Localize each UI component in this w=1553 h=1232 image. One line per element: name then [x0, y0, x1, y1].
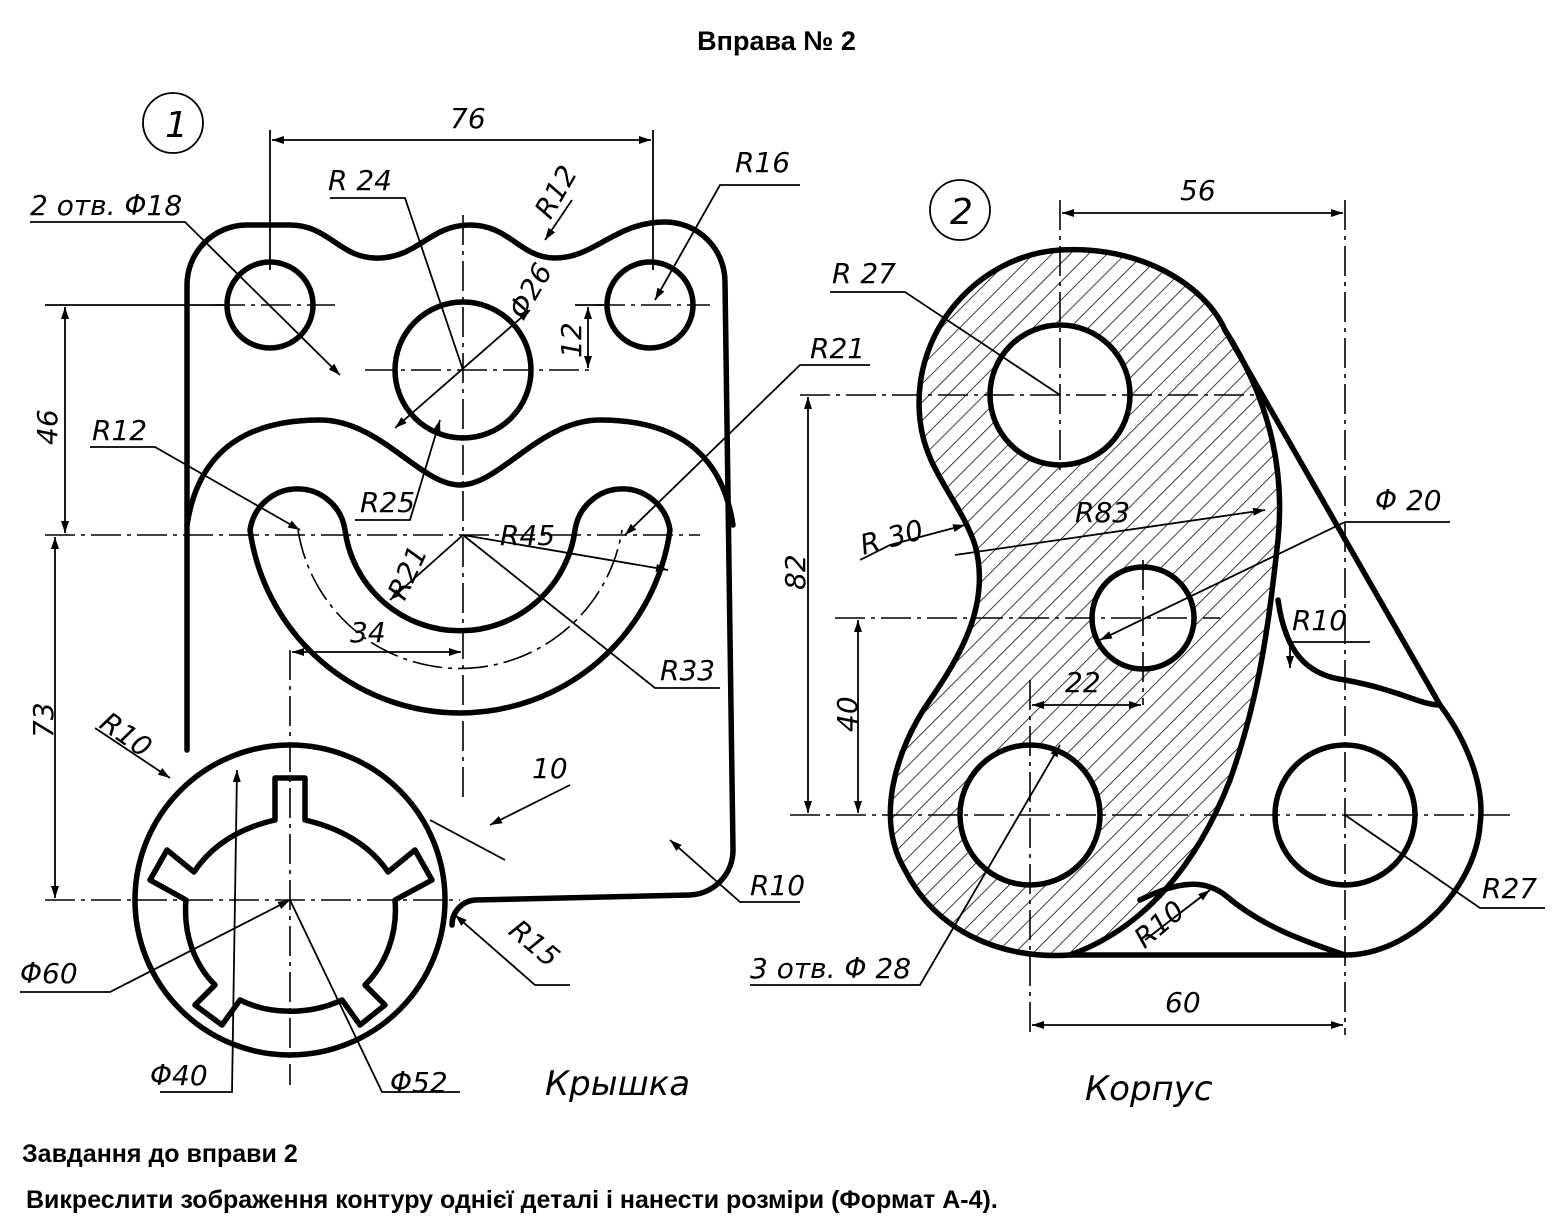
part-2-dim-82: 82	[779, 554, 812, 590]
part-2-leader	[1144, 889, 1211, 941]
part-2-dim-22: 22	[1065, 666, 1101, 699]
part-1-leader	[462, 534, 669, 572]
part-1-dim-r25: R25	[360, 486, 415, 519]
part-2-dim-40: 40	[831, 696, 864, 732]
part-2-dim-60: 60	[1165, 986, 1201, 1019]
part-1-leader	[624, 364, 870, 536]
part-2-number-circle	[929, 179, 991, 241]
task-title: Завдання до вправи 2	[22, 1140, 298, 1168]
part-1-dim-12: 12	[555, 322, 588, 358]
part-1-number: 1	[165, 105, 188, 146]
part-1-dim-r33: R33	[660, 654, 715, 687]
part-1-leader	[160, 769, 241, 1093]
part-1-window-contour	[184, 417, 736, 528]
part-1-horseshoe-slot	[247, 486, 673, 716]
part-1-leader	[90, 446, 301, 531]
part-1-dim-r16: R16	[735, 146, 790, 179]
part-1-dim-r10-right: R10	[750, 869, 805, 902]
part-2-dim-r30: R 30	[857, 513, 927, 561]
part-1-dim-d52: Φ52	[390, 1066, 448, 1099]
part-1-leader	[462, 534, 720, 689]
part-1-star-slots	[147, 775, 435, 1028]
part-1-leader	[30, 221, 341, 376]
part-2-bottom-bump	[1137, 881, 1348, 958]
part-2-leader	[954, 507, 1266, 556]
part-1-leader	[330, 197, 464, 371]
part-1-leader	[355, 419, 441, 521]
part-2-name: Корпус	[1085, 1069, 1213, 1109]
part-1-dim-r21-right: R21	[810, 332, 865, 365]
part-1-dim-76: 76	[450, 102, 486, 135]
part-2-korpus: 2	[750, 174, 1545, 1109]
part-1-leader	[289, 899, 460, 1093]
part-1-dim-d60: Φ60	[20, 957, 78, 990]
part-2-dim-56: 56	[1180, 174, 1216, 207]
part-1-leader	[429, 819, 506, 861]
part-2-dim-r27-top: R 27	[832, 257, 896, 290]
part-2-leader	[859, 524, 966, 561]
part-1-leader	[94, 727, 171, 779]
part-1-dim-r45: R45	[500, 519, 555, 552]
part-1-dim-73: 73	[27, 702, 60, 738]
part-2-dim-d20: Φ 20	[1375, 484, 1442, 517]
page-title: Вправа № 2	[697, 26, 856, 56]
part-2-leader	[1099, 521, 1450, 641]
part-1-leader	[654, 184, 800, 301]
part-2-leader	[830, 291, 1061, 396]
part-1-dim-d40: Φ40	[150, 1059, 208, 1092]
part-1-dim-d26: Φ26	[502, 258, 559, 324]
part-1-dim-r12-top: R12	[528, 160, 584, 224]
part-1-leader	[489, 784, 571, 826]
part-2-number: 2	[950, 192, 973, 233]
part-1-leader	[544, 199, 573, 241]
part-1-leader	[454, 914, 570, 986]
part-2-leader	[750, 744, 1061, 986]
part-1-outer-contour	[184, 219, 736, 928]
part-1-krishka: 1	[20, 92, 870, 1104]
part-1-dim-r10-left: R10	[94, 705, 158, 764]
part-1-name: Крышка	[545, 1064, 690, 1104]
part-1-slot-centerline	[297, 529, 623, 670]
part-1-dim-46: 46	[31, 409, 64, 445]
part-1-dim-r24: R 24	[328, 164, 392, 197]
part-1-dim-r12-left: R12	[92, 414, 147, 447]
part-1-dim-holes: 2 отв. Φ18	[30, 189, 182, 222]
part-1-leader	[669, 839, 800, 903]
part-1-dim-10: 10	[532, 752, 568, 785]
part-1-leader	[20, 899, 291, 993]
task-text: Викреслити зображення контуру однієї дет…	[26, 1186, 998, 1214]
part-2-dim-r10-right: R10	[1292, 604, 1347, 637]
part-2-dim-holes: 3 отв. Φ 28	[750, 952, 911, 985]
part-2-leader	[1344, 814, 1545, 909]
part-1-leader	[389, 534, 464, 601]
part-2-outer-contour	[887, 246, 1484, 959]
part-2-leader	[1286, 641, 1370, 668]
part-1-number-circle	[142, 92, 204, 154]
part-1-dim-34: 34	[350, 616, 386, 649]
part-2-dim-r83: R83	[1075, 496, 1130, 529]
part-1-dim-r21-inner: R21	[381, 541, 434, 605]
part-2-dim-r27-bottom: R27	[1482, 872, 1537, 905]
